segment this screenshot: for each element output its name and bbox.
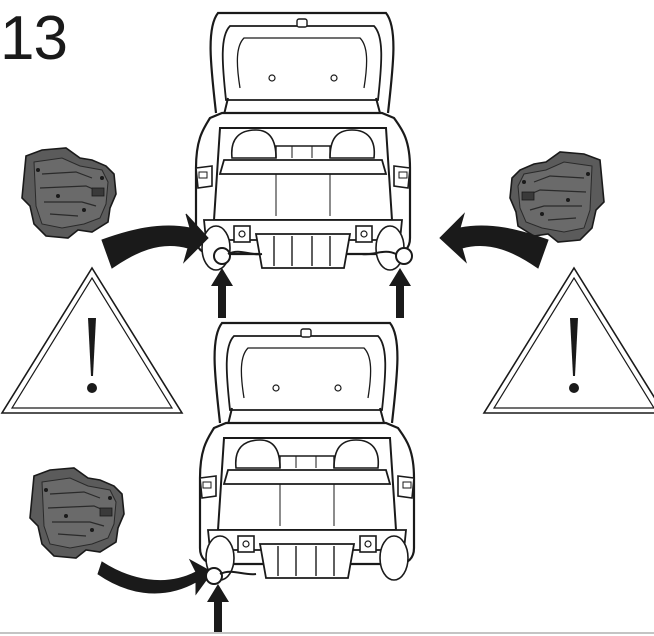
towing-eye-left (205, 567, 257, 585)
warning-triangle-icon (1, 267, 183, 414)
underbody-panel-left (21, 147, 117, 239)
top-view (21, 11, 605, 318)
bottom-view (29, 321, 416, 632)
curved-arrow-icon (97, 558, 213, 596)
up-arrow-icon (211, 268, 233, 318)
underbody-panel-left (29, 467, 125, 559)
car-rear-top (194, 11, 412, 272)
underbody-panel-right (509, 151, 605, 243)
towing-eye-right (361, 247, 413, 265)
step-number: 13 (0, 4, 68, 73)
up-arrow-icon (207, 584, 229, 632)
towing-eye-left (213, 247, 263, 265)
curved-arrow-icon (101, 213, 209, 269)
up-arrow-icon (389, 268, 411, 318)
warning-triangle-icon (483, 267, 654, 414)
curved-arrow-icon (439, 212, 549, 269)
car-rear-bottom (198, 321, 416, 582)
